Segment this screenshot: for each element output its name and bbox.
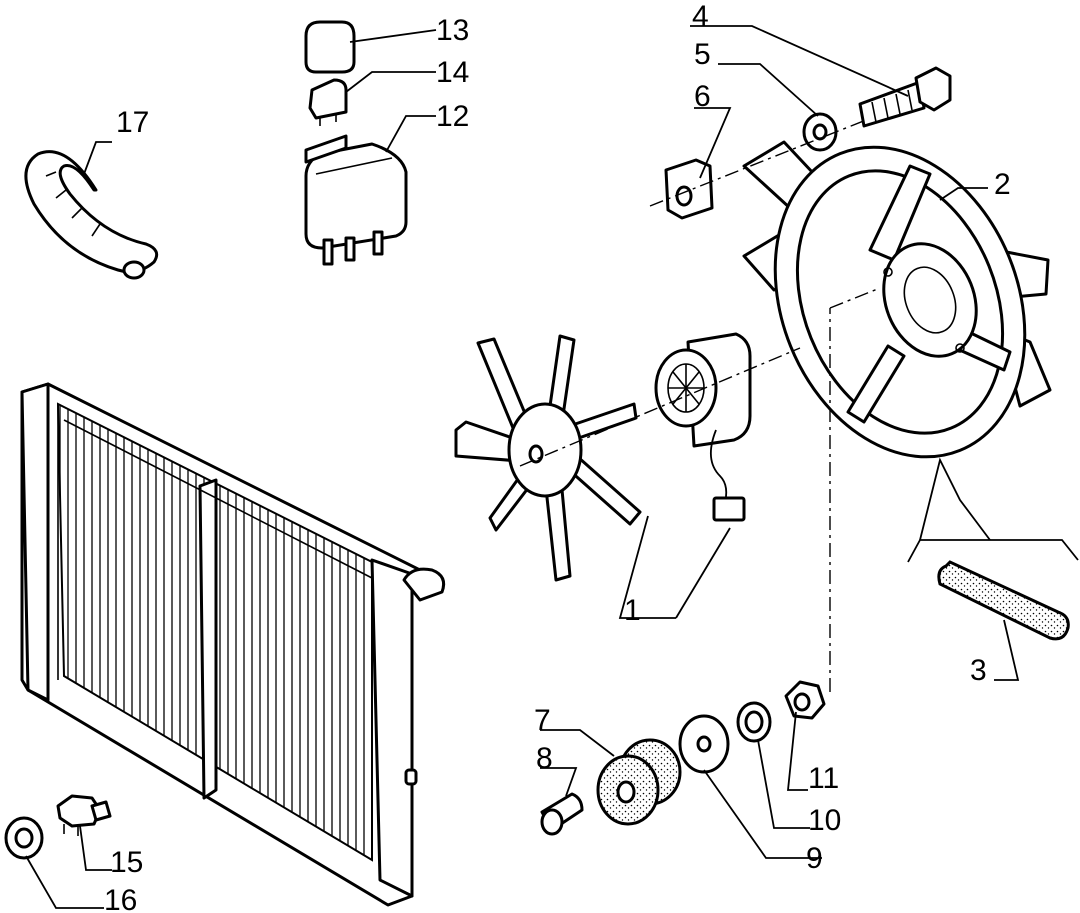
callout-4: 4: [692, 0, 709, 33]
relay-cap-part: [304, 20, 356, 74]
seal-strip-part: [937, 560, 1070, 641]
washer-part-5: [802, 112, 838, 152]
callout-2: 2: [994, 168, 1011, 201]
callout-14: 14: [436, 56, 469, 89]
callout-15: 15: [110, 846, 143, 879]
thermo-switch-part: [56, 794, 112, 836]
callout-3: 3: [970, 654, 987, 687]
callout-7: 7: [534, 704, 551, 737]
fan-motor-part: [654, 332, 752, 522]
leader-lines: [25, 25, 1079, 909]
clip-nut-part: [664, 158, 714, 220]
callout-12: 12: [436, 100, 469, 133]
fuse-part: [308, 78, 348, 126]
assembly-axes: [519, 119, 881, 692]
fan-shroud-part: [742, 140, 1052, 459]
sealing-washer-part: [4, 816, 44, 860]
cable-strap-part: [24, 150, 159, 280]
callout-labels: 1 2 3 4 5 6 7 8 9 10 11 12 13 14 15 16 1…: [104, 0, 1011, 913]
radiator-part: [20, 382, 446, 907]
callout-16: 16: [104, 884, 137, 913]
callout-9: 9: [806, 842, 823, 875]
callout-1: 1: [624, 594, 641, 627]
callout-13: 13: [436, 14, 469, 47]
relay-part: [304, 134, 408, 266]
callout-10: 10: [808, 804, 841, 837]
spacer-sleeve-part: [540, 792, 584, 836]
callout-8: 8: [536, 742, 553, 775]
fan-blade-part: [454, 334, 642, 582]
washer-part-10: [736, 701, 772, 743]
washer-part-9: [678, 714, 730, 774]
callout-6: 6: [694, 80, 711, 113]
rubber-mount-part: [596, 738, 682, 826]
callout-11: 11: [808, 762, 839, 795]
callout-5: 5: [694, 38, 711, 71]
nut-part-11: [784, 680, 826, 720]
bolt-part: [858, 66, 952, 128]
callout-17: 17: [116, 106, 149, 139]
